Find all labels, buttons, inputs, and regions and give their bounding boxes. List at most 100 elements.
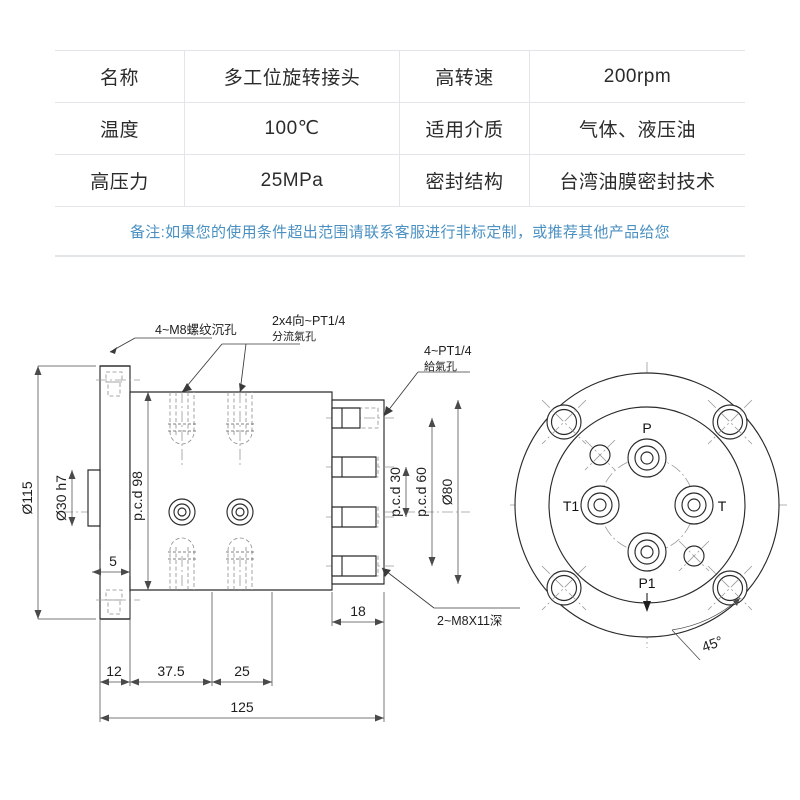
mounting-hole-tr-cl2 (707, 399, 753, 445)
tapped-hole-lower-right (678, 540, 710, 572)
dim-18: 18 (331, 592, 385, 626)
callout-tapped-holes: 2~M8X11深 (381, 567, 520, 628)
mounting-hole-tl-cl1 (541, 399, 587, 445)
angle-label: 45° (700, 633, 725, 655)
spec-key-speed: 高转速 (400, 51, 530, 102)
dim-pcd30-arrow-top (402, 467, 410, 476)
mounting-hole-tl (541, 399, 587, 445)
dim-18-arrow-right (375, 618, 384, 626)
angle-leader (671, 629, 701, 661)
dim-pcd-98: p.c.d 98 (129, 392, 152, 590)
dim-pcd60-arrow-bottom (428, 557, 436, 566)
dim-18-arrow-left (332, 618, 341, 626)
mounting-hole-br-cl1 (707, 565, 753, 611)
dim-30-label: Ø30 h7 (53, 475, 69, 521)
callout-bolt-holes: 4~M8螺纹沉孔 (109, 323, 237, 354)
nipple-2 (331, 456, 377, 478)
dim-80-arrow-bottom (454, 575, 462, 584)
table-row: 温度 100℃ 适用介质 气体、液压油 (55, 103, 745, 155)
port-T1-inner (593, 498, 607, 512)
external-nipples (331, 407, 377, 577)
flange-hole-top-thread (107, 381, 121, 397)
dim-pcd98-arrow-top (144, 392, 152, 401)
spec-key-temperature: 温度 (55, 103, 185, 154)
tapped-hole-upper-left (584, 439, 616, 471)
face-hole-2-inner (235, 507, 245, 517)
mounting-hole-br (707, 565, 753, 611)
port-hole-bottom-2 (227, 537, 253, 590)
port-label-P1: P1 (638, 575, 655, 591)
mounting-hole-tr-inner (716, 408, 744, 436)
port-P-mid (634, 445, 660, 471)
face-hole-1-inner (177, 507, 187, 517)
spec-key-name: 名称 (55, 51, 185, 102)
mounting-hole-tr (707, 399, 753, 445)
table-row: 名称 多工位旋转接头 高转速 200rpm (55, 51, 745, 103)
spec-value-seal: 台湾油膜密封技术 (559, 172, 716, 193)
face-hole-2-mid (231, 503, 249, 521)
nipple-3 (331, 506, 377, 528)
dim-25-arrow-l (212, 678, 221, 686)
port-label-T: T (718, 498, 727, 514)
dim-pcd98-arrow-bottom (144, 581, 152, 590)
nipple-1 (331, 407, 361, 429)
port-T1-mid (587, 492, 613, 518)
dim-total-length: 125 (99, 626, 385, 722)
tapped-holes (584, 439, 710, 572)
arrow-tapped (382, 568, 391, 577)
port-T-outer (674, 485, 714, 525)
dim-chain: 12 37.5 25 (99, 592, 273, 686)
port-P-inner (640, 451, 654, 465)
arrow-supply (384, 406, 393, 416)
dim-shaft-dia: Ø30 h7 (53, 470, 76, 526)
face-hole-1-outer (168, 498, 196, 526)
dim-80-arrow-top (454, 400, 462, 409)
dim-pcd-60: p.c.d 60 (413, 418, 436, 566)
port-T-inner (687, 498, 701, 512)
mounting-hole-bl-cl1 (541, 565, 587, 611)
dim-5-arrow-right (121, 568, 130, 576)
port-label-P: P (642, 420, 651, 436)
spec-table-note: 备注:如果您的使用条件超出范围请联系客服进行非标定制，或推荐其他产品给您 (55, 207, 745, 256)
callout-dist-line2: 分流氣孔 (272, 329, 316, 343)
mounting-hole-br-inner (716, 574, 744, 602)
mounting-hole-tl-inner (550, 408, 578, 436)
end-view: P P1 T1 T 45° (510, 362, 790, 661)
leader-dist-1 (181, 343, 223, 393)
dim-pcd-30: p.c.d 30 (387, 467, 410, 517)
dim-25-arrow-r (263, 678, 272, 686)
dim-5-arrow-left (92, 568, 101, 576)
main-body (129, 391, 333, 591)
callout-supply-line1: 4~PT1/4 (424, 344, 472, 358)
dim-pcd60-arrow-top (428, 418, 436, 427)
dim-375-arrow-r (203, 678, 212, 686)
dim-12-arrow-r (121, 678, 130, 686)
spec-table: 名称 多工位旋转接头 高转速 200rpm 温度 100℃ 适用介质 气体、液压… (55, 50, 745, 257)
port-P1-outer (627, 532, 667, 572)
dim-125-label: 125 (230, 699, 254, 715)
spec-value-name: 多工位旋转接头 (185, 51, 400, 102)
spec-value-speed: 200rpm (603, 65, 672, 87)
arrow-bolt-holes (110, 347, 117, 354)
dim-375-arrow-l (130, 678, 139, 686)
dim-115-label: Ø115 (19, 481, 35, 514)
port-T1-outer (580, 485, 620, 525)
dim-115-arrow-top (34, 366, 42, 375)
spec-key-pressure: 高压力 (55, 155, 185, 206)
dim-18-label: 18 (350, 603, 366, 619)
shaft-stub (87, 469, 101, 527)
mounting-hole-bl (541, 565, 587, 611)
dim-pcd30-arrow-bottom (402, 508, 410, 517)
callout-supply-ports: 4~PT1/4 給氣孔 (383, 344, 472, 417)
leader-tapped (381, 567, 435, 609)
flange-hole-top (105, 371, 123, 383)
dim-125-arrow-l (100, 714, 109, 722)
dim-80-label: Ø80 (439, 479, 455, 506)
dim-115-arrow-bottom (34, 610, 42, 619)
port-label-T1: T1 (563, 498, 580, 514)
dim-pcd30-label: p.c.d 30 (387, 467, 403, 517)
port-T-mid (681, 492, 707, 518)
face-hole-2-outer (226, 498, 254, 526)
p1-arrow-head (643, 601, 651, 612)
angle-arrow (733, 598, 740, 606)
